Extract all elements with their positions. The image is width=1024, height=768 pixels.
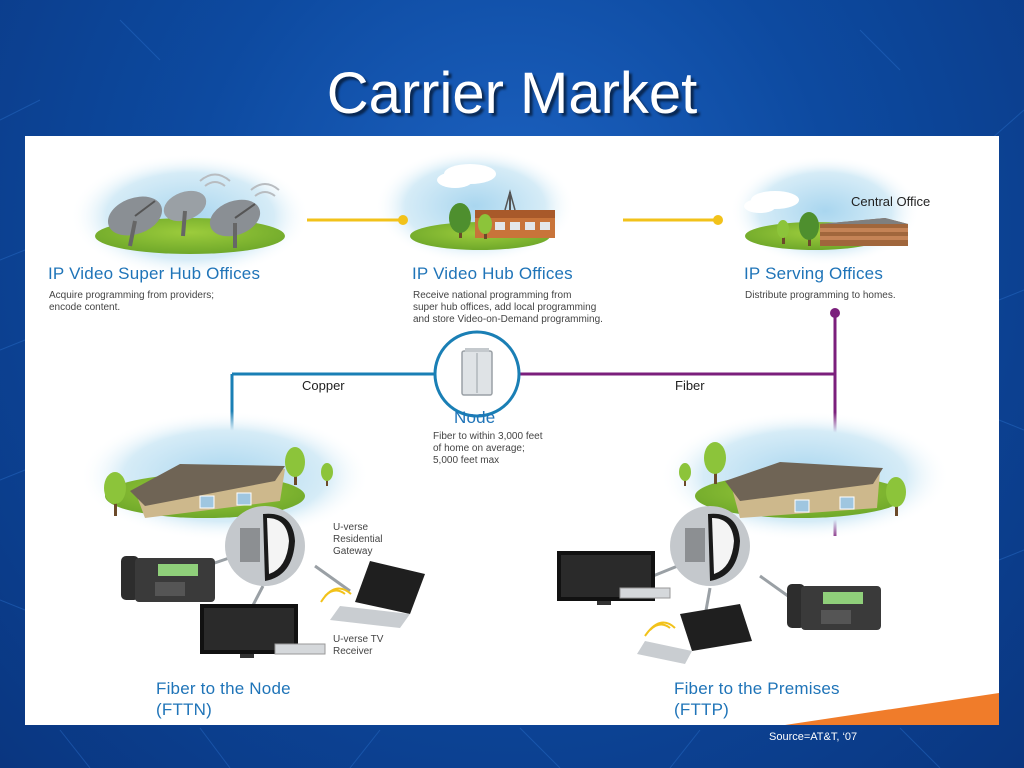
super-hub-description: Acquire programming from providers; enco… [49,290,215,313]
serving-offices-title: IP Serving Offices [744,264,884,283]
tree-icon [449,203,471,238]
desk-phone-icon [121,556,215,602]
tv-receiver-label: U-verse TV Receiver [333,634,384,657]
residential-gateway-icon [225,506,305,586]
tree-icon [478,214,492,239]
node-title: Node [454,408,496,427]
laptop-icon [320,561,425,628]
video-hub-title: IP Video Hub Offices [412,264,573,283]
tree-icon [321,463,333,486]
network-diagram: IP Video Super Hub Offices Acquire progr… [25,136,999,725]
central-office-building-icon [744,191,908,246]
tree-icon [285,447,305,485]
tv-monitor-icon [557,551,671,605]
node-cabinet-icon [433,330,521,418]
tree-icon [777,220,789,244]
fttn-abbreviation: (FTTN) [156,700,212,719]
copper-label: Copper [302,378,345,393]
super-hub-title: IP Video Super Hub Offices [48,264,261,283]
central-office-label: Central Office [851,194,931,209]
hub-link-dot [713,215,723,225]
tree-icon [704,442,726,484]
satellite-dish-icon [163,190,207,237]
tv-monitor-icon [200,604,326,658]
tree-icon [886,477,906,516]
hub-link-dot [398,215,408,225]
corner-accent-stripe [785,693,999,725]
node-description: Fiber to within 3,000 feet of home on av… [433,431,543,466]
fttp-title: Fiber to the Premises [674,679,840,698]
serving-offices-description: Distribute programming to homes. [745,290,896,301]
slide-title: Carrier Market [326,61,698,126]
house-icon [130,464,285,518]
residential-gateway-icon [670,506,750,586]
fiber-label: Fiber [675,378,705,393]
satellite-dish-icon [107,196,163,247]
source-citation: Source=AT&T, ‘07 [769,731,858,743]
signal-waves-icon [199,173,280,197]
video-hub-description: Receive national programming from super … [413,290,603,325]
fttp-abbreviation: (FTTP) [674,700,730,719]
house-icon [725,462,883,518]
gateway-label: U-verse Residential Gateway [333,522,383,557]
hub-building-icon [437,164,555,238]
laptop-icon [637,604,752,664]
tree-icon [799,212,819,246]
fttn-title: Fiber to the Node [156,679,291,698]
satellite-dish-icon [209,199,261,248]
desk-phone-icon [787,584,881,630]
tree-icon [104,472,126,516]
tree-icon [679,463,691,486]
diagram-graphics [70,148,999,725]
